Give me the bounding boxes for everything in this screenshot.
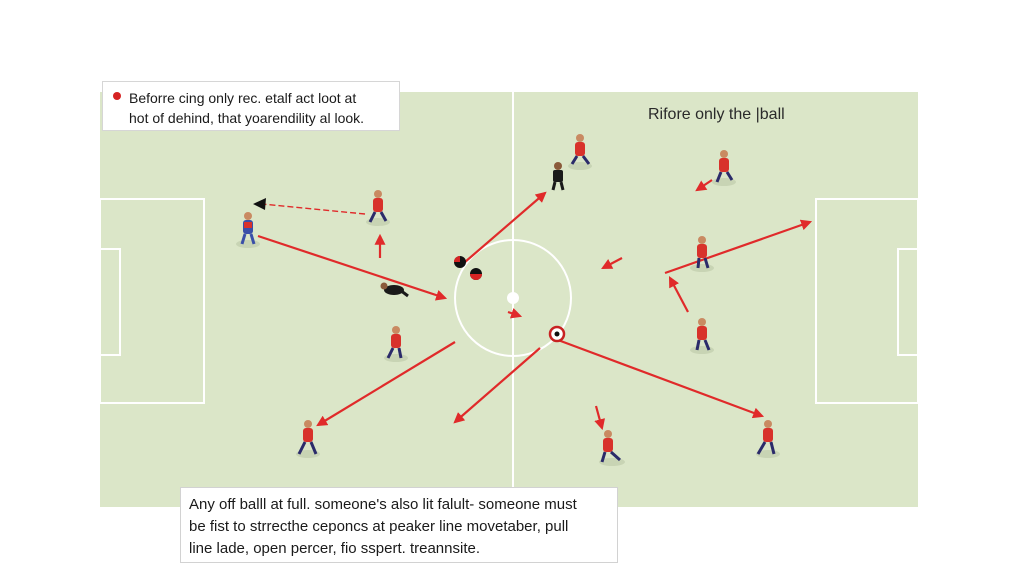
arrow-icon [668, 276, 689, 313]
arrow-icon [316, 341, 456, 427]
ball-icon [470, 268, 482, 280]
balls [454, 256, 566, 343]
player-icon [690, 318, 714, 354]
arrow-icon [594, 405, 605, 431]
player-icon [384, 326, 408, 362]
right-half-label: Rifore only the |ball [648, 106, 785, 123]
player-icon [236, 212, 260, 248]
ball-icon [454, 256, 466, 268]
arrow-icon [601, 257, 623, 270]
arrow-icon [464, 191, 547, 263]
top-annotation-line-2: hot of dehind, that yoarendility al look… [129, 110, 365, 126]
arrow-icon [253, 198, 266, 210]
top-annotation-box: Beforre cing only rec. etalf act loot at… [103, 82, 399, 130]
bottom-annotation-line-3: line lade, open percer, fio sspert. trea… [189, 540, 481, 557]
player-icon [690, 236, 714, 272]
arrow-icon [257, 234, 448, 301]
arrow-icon [557, 338, 765, 419]
player-icon [712, 150, 736, 186]
referee-icon [551, 162, 565, 191]
players [236, 134, 780, 466]
bottom-annotation-box: Any off balll at full. someone's also li… [180, 487, 618, 563]
arrow-icon [261, 203, 366, 215]
arrow-icon [453, 347, 541, 424]
arrow-icon [664, 219, 813, 275]
player-icon [366, 190, 390, 226]
bottom-annotation-line-2: be fist to strrecthe ceponcs at peaker l… [189, 518, 569, 535]
top-annotation-line-1: Beforre cing only rec. etalf act loot at [129, 90, 357, 106]
bullet-icon [113, 92, 121, 100]
pass-arrows [257, 179, 813, 431]
bottom-annotation-line-1: Any off balll at full. someone's also li… [189, 496, 577, 513]
player-icon [599, 430, 625, 466]
ball-icon [548, 325, 566, 343]
player-icon [568, 134, 592, 170]
player-icon [756, 420, 780, 458]
arrow-icon [507, 307, 523, 319]
referee-icon [380, 282, 409, 298]
pitch-lines [99, 92, 919, 507]
center-spot [507, 292, 519, 304]
arrow-icon [695, 179, 713, 192]
player-icon [296, 420, 320, 458]
